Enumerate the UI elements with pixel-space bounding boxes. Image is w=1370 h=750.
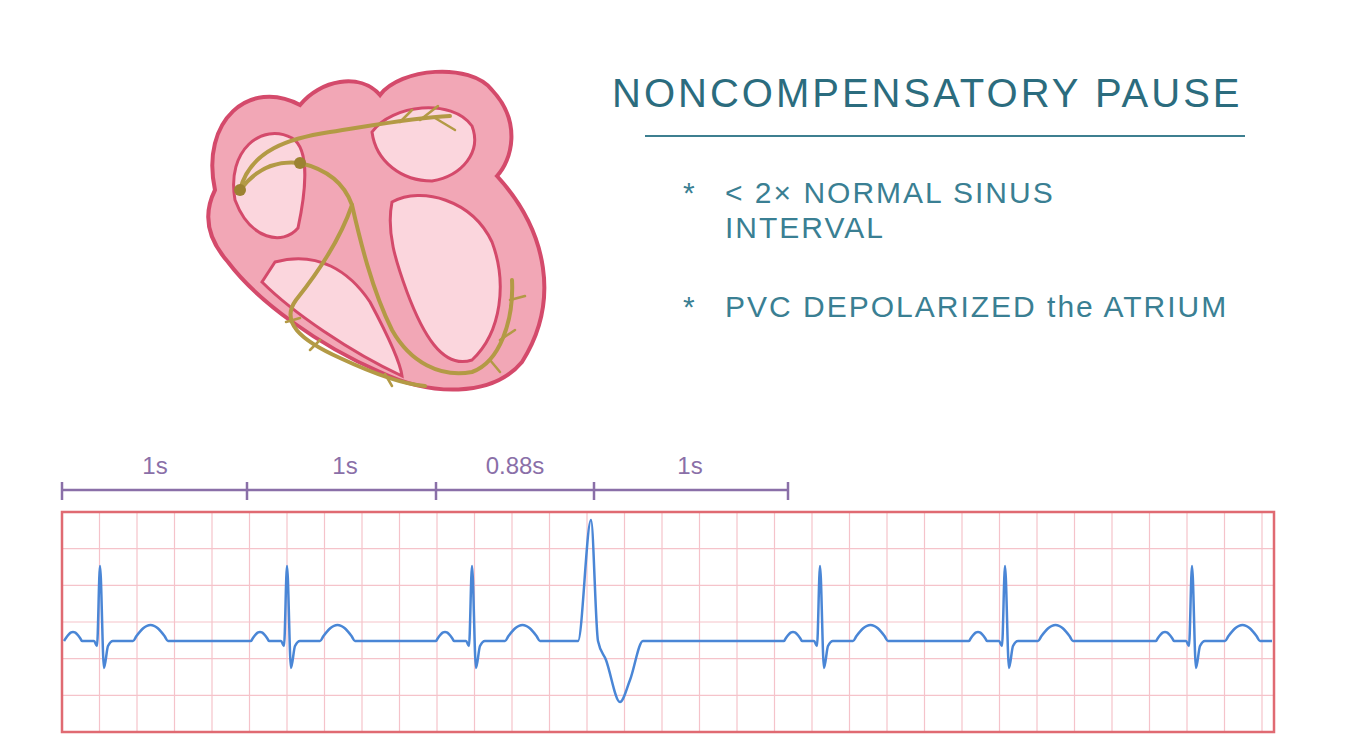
interval-label: 0.88s xyxy=(486,452,545,480)
interval-label: 1s xyxy=(332,452,357,480)
heart-outline xyxy=(208,72,544,390)
av-node xyxy=(294,157,306,169)
bullet-symbol: * xyxy=(683,290,695,325)
purkinje-fibers xyxy=(286,296,525,386)
title: NONCOMPENSATORY PAUSE xyxy=(612,70,1243,116)
ecg-trace xyxy=(64,520,1272,702)
interval-label: 1s xyxy=(677,452,702,480)
heart-illustration xyxy=(208,72,544,390)
grid-line xyxy=(62,621,1274,622)
bachmann-bundle xyxy=(240,116,450,190)
ecg-border xyxy=(62,512,1274,732)
left-ventricle xyxy=(390,196,500,362)
bullet-text: < 2× NORMAL SINUS INTERVAL xyxy=(725,176,1165,245)
ecg-strip xyxy=(62,512,1274,732)
title-underline xyxy=(645,135,1245,137)
bullet-symbol: * xyxy=(683,176,695,211)
left-bundle xyxy=(300,163,512,373)
interval-bracket xyxy=(62,482,788,500)
grid-line xyxy=(62,548,1274,549)
bullet-text: PVC DEPOLARIZED the ATRIUM xyxy=(725,290,1228,325)
grid-line xyxy=(62,695,1274,696)
grid-line xyxy=(62,658,1274,659)
right-bundle xyxy=(290,205,425,386)
interval-label: 1s xyxy=(142,452,167,480)
grid-line xyxy=(62,585,1274,586)
right-ventricle xyxy=(262,259,402,376)
conduction-system xyxy=(240,106,525,386)
sa-node xyxy=(234,184,246,196)
